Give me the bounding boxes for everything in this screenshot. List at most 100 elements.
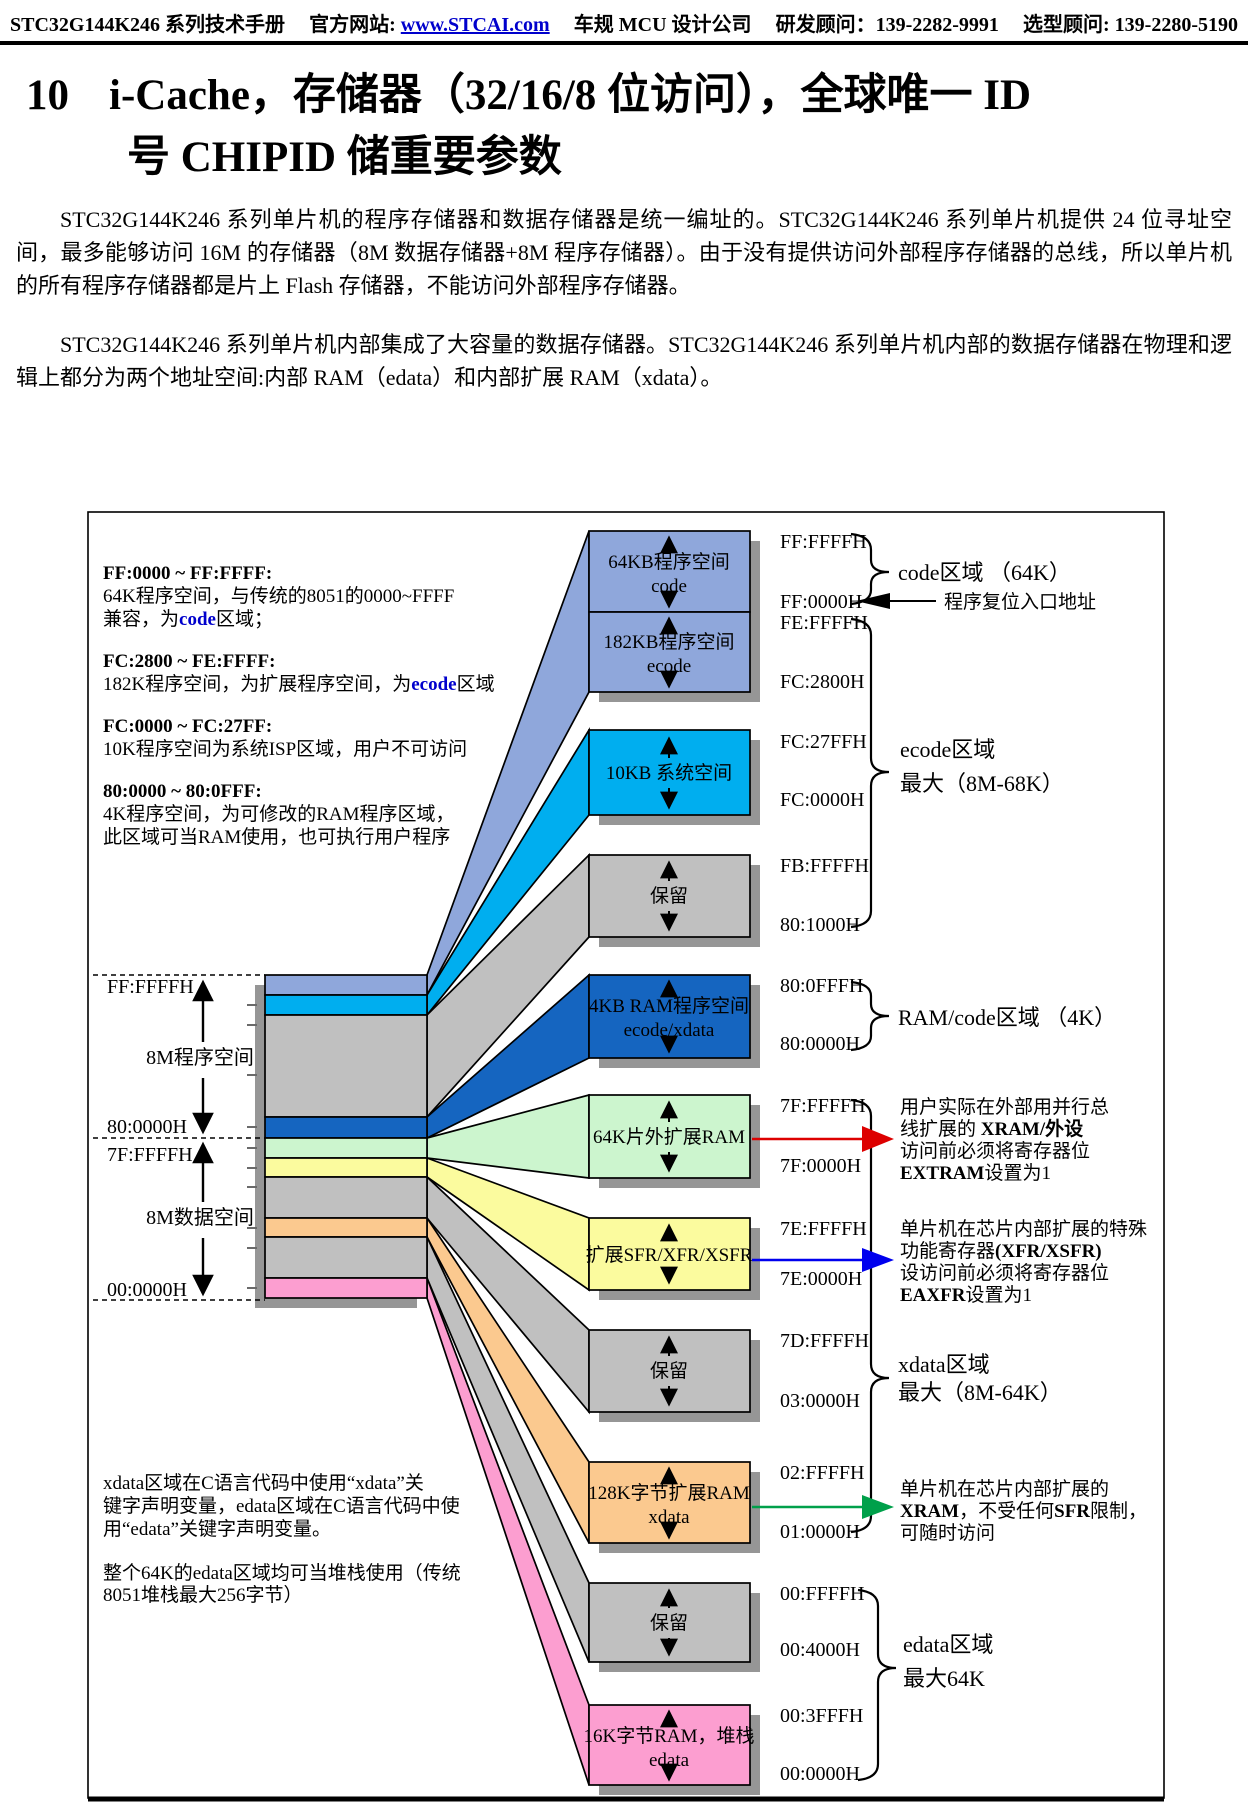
site-label: 官方网站:	[309, 14, 396, 36]
memory-block-reserved1: 保留 FB:FFFFH 80:1000H	[588, 854, 869, 938]
note4-line1: 4K程序空间，为可修改的RAM程序区域，	[103, 803, 455, 825]
pointer-arrows	[752, 1126, 894, 1519]
note5-line2: 键字声明变量，edata区域在C语言代码中使	[103, 1495, 460, 1517]
note1-l2a: 兼容，为	[103, 608, 179, 630]
addr-top: FC:27FFH	[780, 731, 867, 753]
memory-block-reserved3: 保留 00:FFFFH 00:4000H	[588, 1582, 865, 1663]
stack-band-reserved1	[264, 1014, 428, 1118]
note4-line2: 此区域可当RAM使用，也可执行用户程序	[103, 826, 450, 848]
block-label: 128K字节扩展RAM	[588, 1482, 750, 1504]
note2-l1c: 区域	[457, 673, 495, 695]
region-braces	[850, 532, 897, 1782]
left-notes: FF:0000 ~ FF:FFFF: 64K程序空间，与传统的8051的0000…	[103, 563, 495, 1606]
blue-note-line3: 设访问前必须将寄存器位	[900, 1262, 1109, 1284]
green-note-l2a: XRAM	[900, 1501, 959, 1522]
red-note-line4: EXTRAM设置为1	[900, 1162, 1051, 1184]
stack-addr-top: FF:FFFFH	[107, 976, 194, 998]
addr-bottom: 7E:0000H	[780, 1268, 862, 1290]
address-stack: FF:FFFFH 8M程序空间 80:0000H 7F:FFFFH 8M数据空间…	[93, 974, 428, 1308]
green-note-l2d: 限制，	[1090, 1500, 1147, 1522]
annotation-red: 用户实际在外部用并行总 线扩展的 XRAM/外设 访问前必须将寄存器位 EXTR…	[900, 1096, 1109, 1184]
blue-note-line2: 功能寄存器(XFR/XSFR)	[900, 1240, 1102, 1262]
stack-prog-label: 8M程序空间	[146, 1046, 254, 1069]
red-note-line2: 线扩展的 XRAM/外设	[900, 1117, 1083, 1140]
note2-l1a: 182K程序空间，为扩展程序空间，为	[103, 673, 411, 695]
addr-bottom: 03:0000H	[780, 1390, 860, 1412]
stack-addr-mid-bottom: 7F:FFFFH	[107, 1144, 193, 1166]
manual-title: STC32G144K246 系列技术手册	[10, 14, 286, 36]
brace-edata	[857, 1588, 897, 1782]
red-note-l2a: 线扩展的	[900, 1118, 981, 1140]
annotation-blue: 单片机在芯片内部扩展的特殊 功能寄存器(XFR/XSFR) 设访问前必须将寄存器…	[900, 1218, 1147, 1306]
memory-block-code: 64KB程序空间 code FF:FFFFH FF:0000H	[588, 530, 867, 613]
addr-top: 00:FFFFH	[780, 1583, 865, 1605]
note5-line1: xdata区域在C语言代码中使用“xdata”关	[103, 1472, 424, 1494]
addr-bottom: 00:4000H	[780, 1639, 860, 1661]
green-note-line3: 可随时访问	[900, 1522, 995, 1544]
memory-block-system: 10KB 系统空间 FC:27FFH FC:0000H	[588, 729, 867, 816]
sel-contact: 选型顾问: 139-2280-5190	[1023, 14, 1238, 36]
site-group: 官方网站: www.STCAI.com	[309, 8, 550, 37]
addr-top: 7F:FFFFH	[780, 1095, 866, 1117]
blue-note-line1: 单片机在芯片内部扩展的特殊	[900, 1218, 1147, 1240]
site-link[interactable]: www.STCAI.com	[400, 14, 550, 36]
memory-block-ramcode: 4KB RAM程序空间 ecode/xdata 80:0FFFH 80:0000…	[588, 974, 863, 1059]
region-edata-label1: edata区域	[903, 1632, 993, 1657]
block-label: 64KB程序空间	[608, 551, 729, 573]
stack-band-ramcode	[264, 1116, 428, 1139]
block-label: 182KB程序空间	[604, 631, 735, 653]
memory-block-xsfr: 扩展SFR/XFR/XSFR 7E:FFFFH 7E:0000H	[586, 1217, 867, 1291]
block-label: 16K字节RAM，堆栈	[583, 1725, 754, 1747]
blue-note-line4: EAXFR设置为1	[900, 1284, 1032, 1306]
block-label: 64K片外扩展RAM	[593, 1126, 745, 1148]
blue-note-l4b: 设置为1	[965, 1284, 1032, 1306]
note1-l2c: 区域；	[216, 608, 273, 630]
addr-top: 7E:FFFFH	[780, 1218, 867, 1240]
block-label: 4KB RAM程序空间	[589, 995, 749, 1017]
memory-block-reserved2: 保留 7D:FFFFH 03:0000H	[588, 1329, 869, 1413]
addr-bottom: FC:2800H	[780, 671, 864, 693]
red-note-l2b: XRAM/外设	[981, 1117, 1083, 1140]
block-label: 保留	[650, 885, 688, 907]
stack-band-reserved3	[264, 1236, 428, 1279]
note4-head: 80:0000 ~ 80:0FFF:	[103, 781, 262, 802]
addr-top: 00:3FFFH	[780, 1705, 863, 1727]
section-number: 10	[26, 72, 69, 119]
brace-ecode	[850, 617, 890, 929]
region-xdata-label1: xdata区域	[898, 1352, 990, 1377]
green-note-line1: 单片机在芯片内部扩展的	[900, 1478, 1109, 1500]
addr-bottom: 01:0000H	[780, 1521, 860, 1543]
region-ecode-label1: ecode区域	[900, 737, 995, 762]
xsfr-arrow-head	[862, 1248, 894, 1272]
red-note-l4a: EXTRAM	[900, 1163, 985, 1184]
note2-head: FC:2800 ~ FE:FFFF:	[103, 651, 275, 672]
block-label: 10KB 系统空间	[606, 762, 732, 784]
company-name: 车规 MCU 设计公司	[573, 14, 752, 36]
note2-line1: 182K程序空间，为扩展程序空间，为ecode区域	[103, 673, 495, 695]
red-note-line1: 用户实际在外部用并行总	[900, 1096, 1109, 1118]
stack-band-edata	[264, 1277, 428, 1299]
note1-head: FF:0000 ~ FF:FFFF:	[103, 563, 272, 584]
extram-arrow-head	[862, 1126, 894, 1152]
block-label2: xdata	[648, 1507, 690, 1528]
region-edata-label2: 最大64K	[903, 1666, 985, 1691]
note6-line1: 整个64K的edata区域均可当堆栈使用（传统	[103, 1562, 461, 1584]
stack-band-xram	[264, 1217, 428, 1238]
green-note-l2b: ，不受任何	[959, 1500, 1054, 1522]
brace-xdata	[850, 1098, 890, 1534]
stack-band-reserved2	[264, 1176, 428, 1219]
red-note-l4b: 设置为1	[984, 1162, 1051, 1184]
blue-note-l2a: 功能寄存器	[900, 1240, 995, 1262]
reset-arrow-head	[856, 593, 890, 609]
stack-addr-mid-top: 80:0000H	[107, 1116, 187, 1138]
stack-band-xsfr	[264, 1157, 428, 1178]
block-label2: edata	[649, 1750, 690, 1771]
note1-line1: 64K程序空间，与传统的8051的0000~FFFF	[103, 585, 454, 607]
green-note-l2c: SFR	[1054, 1501, 1090, 1522]
addr-bottom: 80:0000H	[780, 1033, 860, 1055]
rd-contact: 研发顾问：139-2282-9991	[775, 14, 999, 36]
addr-top: 7D:FFFFH	[780, 1330, 869, 1352]
xram-arrow-head	[862, 1495, 894, 1519]
addr-top: FF:FFFFH	[780, 531, 867, 553]
